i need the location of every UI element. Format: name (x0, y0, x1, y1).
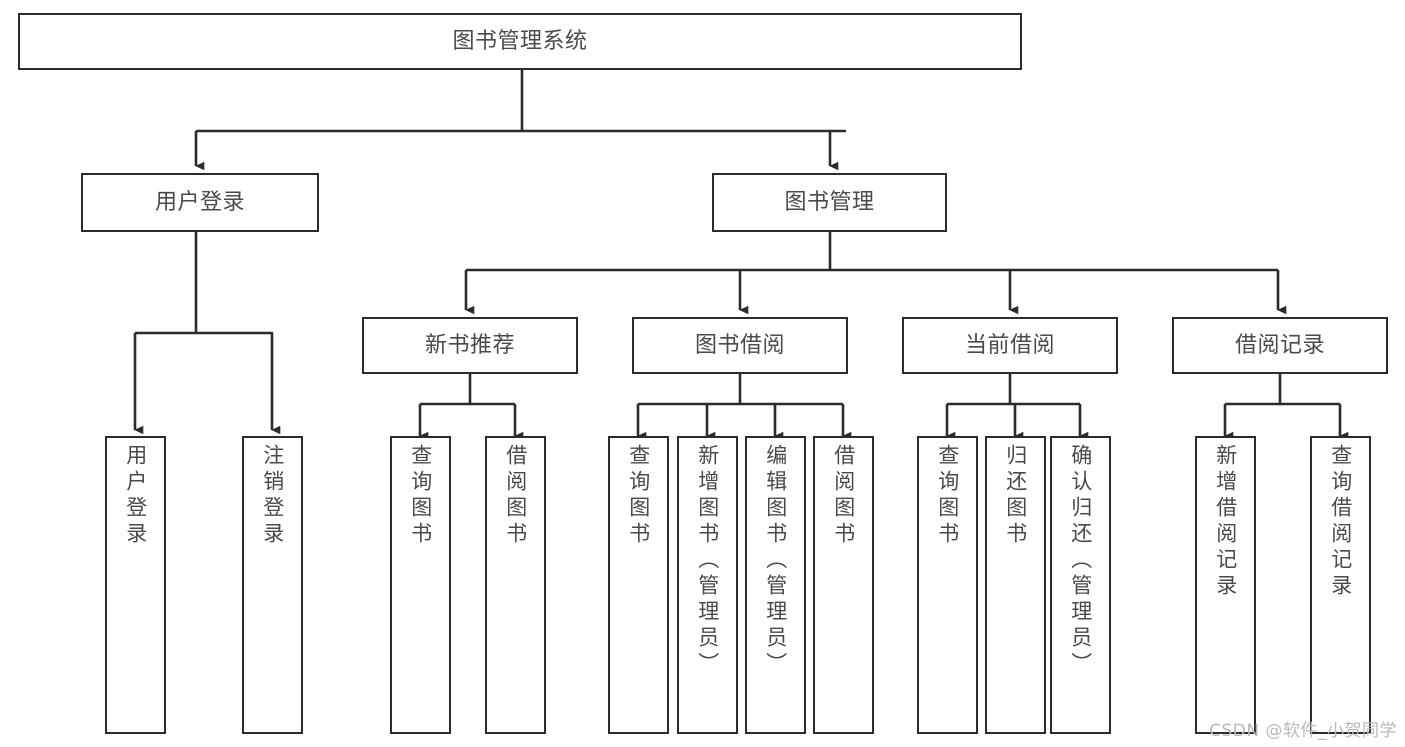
node-leaf-query-borrow-record-label: 查询借阅记录 (1328, 444, 1353, 600)
node-leaf-user-login[interactable]: 用户登录 (105, 436, 166, 734)
node-leaf-return-book-label: 归还图书 (1003, 444, 1028, 548)
node-leaf-confirm-return-admin[interactable]: 确认归还（管理员） (1050, 436, 1111, 734)
node-root-system[interactable]: 图书管理系统 (18, 13, 1022, 70)
node-leaf-current-query-book-label: 查询图书 (935, 444, 960, 548)
node-leaf-borrow-query-book[interactable]: 查询图书 (608, 436, 669, 734)
node-leaf-query-borrow-record[interactable]: 查询借阅记录 (1310, 436, 1371, 734)
node-leaf-add-borrow-record-label: 新增借阅记录 (1213, 444, 1238, 600)
node-leaf-borrow-query-book-label: 查询图书 (626, 444, 651, 548)
node-book-management-label: 图书管理 (784, 189, 875, 215)
node-leaf-user-login-label: 用户登录 (123, 444, 148, 548)
node-leaf-add-book-admin[interactable]: 新增图书（管理员） (677, 436, 738, 734)
node-leaf-borrow-book[interactable]: 借阅图书 (813, 436, 874, 734)
node-leaf-recommend-query-book[interactable]: 查询图书 (390, 436, 451, 734)
node-book-borrow-label: 图书借阅 (694, 332, 785, 358)
node-leaf-recommend-query-book-label: 查询图书 (408, 444, 433, 548)
node-leaf-recommend-borrow-book-label: 借阅图书 (503, 444, 528, 548)
node-new-book-recommend-label: 新书推荐 (424, 332, 515, 358)
node-book-management[interactable]: 图书管理 (712, 173, 947, 232)
node-leaf-confirm-return-admin-label: 确认归还（管理员） (1068, 444, 1093, 678)
node-borrow-record[interactable]: 借阅记录 (1172, 317, 1388, 374)
node-leaf-add-borrow-record[interactable]: 新增借阅记录 (1195, 436, 1256, 734)
node-leaf-logout-label: 注销登录 (260, 444, 285, 548)
node-leaf-recommend-borrow-book[interactable]: 借阅图书 (485, 436, 546, 734)
node-user-login[interactable]: 用户登录 (81, 173, 319, 232)
node-new-book-recommend[interactable]: 新书推荐 (362, 317, 578, 374)
node-root-system-label: 图书管理系统 (452, 28, 588, 54)
node-leaf-return-book[interactable]: 归还图书 (985, 436, 1046, 734)
node-leaf-add-book-admin-label: 新增图书（管理员） (695, 444, 720, 678)
node-leaf-borrow-book-label: 借阅图书 (831, 444, 856, 548)
node-current-borrow[interactable]: 当前借阅 (902, 317, 1118, 374)
node-leaf-edit-book-admin-label: 编辑图书（管理员） (763, 444, 788, 678)
node-leaf-edit-book-admin[interactable]: 编辑图书（管理员） (745, 436, 806, 734)
node-borrow-record-label: 借阅记录 (1234, 332, 1325, 358)
node-current-borrow-label: 当前借阅 (964, 332, 1055, 358)
node-leaf-current-query-book[interactable]: 查询图书 (917, 436, 978, 734)
node-user-login-label: 用户登录 (154, 189, 245, 215)
node-leaf-logout[interactable]: 注销登录 (242, 436, 303, 734)
node-book-borrow[interactable]: 图书借阅 (632, 317, 848, 374)
